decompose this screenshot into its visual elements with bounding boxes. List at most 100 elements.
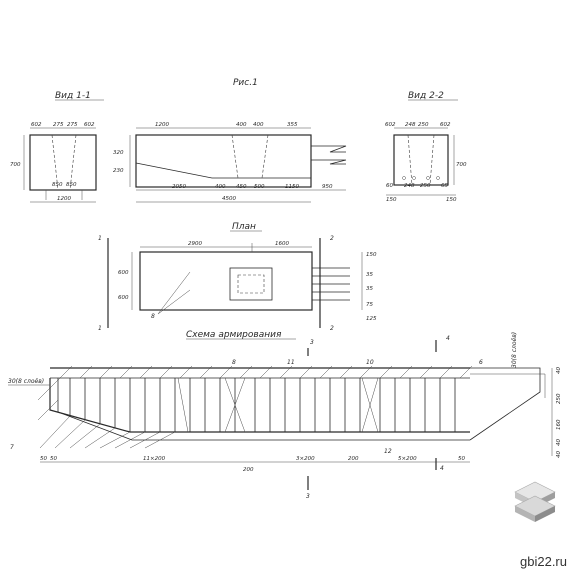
hatch-line: [159, 365, 173, 379]
view-2-bottom-dim-1: 60: [386, 183, 393, 189]
diagonal-bar: [177, 377, 189, 433]
scheme-bottom-chord-inner: [57, 378, 470, 441]
view-2-bottom-dim-3: 250: [420, 183, 431, 189]
view-2-top-dim-2: 248: [405, 122, 416, 128]
diagonal-bar: [224, 377, 246, 433]
view-2-outline: [393, 134, 449, 186]
plan-leader-2: [157, 289, 191, 315]
elevation-bottom-dim-5: 1150: [285, 184, 299, 190]
view-2-top-dim-1: 602: [385, 122, 396, 128]
scheme-right-dim-5: 40: [556, 451, 562, 458]
plan-top-dim-2: 1600: [275, 241, 289, 247]
plan-socket-outer: [229, 267, 273, 301]
view-1-bottom-dim-1: 850: [52, 182, 63, 188]
view-1-top-dim-4: 602: [84, 122, 95, 128]
elevation-bottom-dim-4: 500: [254, 184, 265, 190]
plan-outline: [139, 251, 313, 311]
scheme-bottom-chord: [49, 378, 470, 433]
scheme-item-mark-3: 10: [366, 359, 374, 366]
diagonal-bar: [361, 377, 379, 433]
scheme-right-dim-2: 250: [556, 393, 562, 404]
elevation-bottom-dim-1: 2050: [172, 184, 186, 190]
view-2-top-dim-4: 602: [440, 122, 451, 128]
view-2-height: 700: [456, 162, 467, 168]
plan-socket-inner: [237, 274, 265, 294]
hatch-line: [59, 365, 73, 379]
hatch-line: [199, 365, 213, 379]
hatch-line: [69, 423, 101, 449]
scheme-title: Схема армирования: [186, 330, 282, 340]
view-1-title: Вид 1-1: [55, 91, 91, 101]
hatch-line: [299, 365, 313, 379]
elevation-bottom-dim-2: 400: [215, 184, 226, 190]
elevation-bottom-dim-6: 950: [322, 184, 333, 190]
view-1-top-dim-1: 602: [31, 122, 42, 128]
figure-title: Рис.1: [233, 78, 258, 88]
hatch-line: [37, 399, 59, 421]
watermark: gbi22.ru: [520, 554, 567, 569]
scheme-left-note: 30(8 слоёв): [8, 378, 44, 385]
view-1-bottom-dim-2: 850: [66, 182, 77, 188]
hatch-line: [144, 431, 176, 449]
elevation-left-dim-1: 230: [113, 168, 124, 174]
scheme-bottom-dim-4: 200: [243, 467, 254, 473]
plan-title: План: [232, 222, 256, 232]
hatch-line: [99, 431, 131, 449]
reinforcement-scheme: 30(8 слоёв) 30(8 слоёв) 8 11 10 6 7 12 5…: [8, 332, 562, 500]
scheme-right-dim-4: 40: [556, 439, 562, 446]
hatch-line: [79, 365, 93, 379]
view-1-top-dim-2: 275: [53, 122, 64, 128]
view-1-outline: [29, 134, 97, 191]
plan-section-mark-1-top: 1: [98, 235, 102, 242]
plan-right-dim-3: 35: [366, 286, 373, 292]
scheme-bottom-dim-7: 5×200: [398, 456, 417, 462]
elevation-overall: 4500: [222, 196, 236, 202]
plan-right-dim-1: 150: [366, 252, 377, 258]
hatch-line: [379, 365, 393, 379]
elevation-taper-line: [135, 162, 311, 179]
elevation-bottom-dim-3: 450: [236, 184, 247, 190]
elevation-top-dim-2: 400: [236, 122, 247, 128]
view-2-title: Вид 2-2: [408, 91, 444, 101]
hatch-line: [339, 365, 353, 379]
hatch-line: [84, 427, 116, 449]
hatch-line: [439, 365, 453, 379]
hatch-line: [39, 415, 71, 449]
hatch-line: [139, 365, 153, 379]
scheme-bottom-dim-5: 3×200: [296, 456, 315, 462]
plan-section-mark-2-top: 2: [330, 235, 334, 242]
hatch-line: [219, 365, 233, 379]
plan-left-dim-1: 600: [118, 270, 129, 276]
hatch-line: [37, 377, 61, 401]
view-1-width: 1200: [57, 196, 71, 202]
hatch-line: [129, 431, 161, 449]
plan-right-dim-2: 35: [366, 272, 373, 278]
plan-top-dim-1: 2900: [188, 241, 202, 247]
scheme-section-mark-4-bottom: 4: [440, 465, 444, 472]
view-2-rebar-3: [426, 176, 430, 180]
scheme-right-dim-3: 160: [556, 419, 562, 430]
hatch-line: [119, 365, 133, 379]
elevation-socket-right: [261, 134, 269, 179]
elevation-top-dim-1: 1200: [155, 122, 169, 128]
view-1-top-dim-3: 275: [67, 122, 78, 128]
scheme-bottom-dim-3: 11×200: [143, 456, 166, 462]
scheme-item-mark-6: 12: [384, 448, 392, 455]
hatch-line: [114, 431, 146, 449]
view-2-socket-left: [407, 134, 413, 186]
view-1-socket-left: [51, 134, 59, 191]
plan-section-mark-2-bottom: 2: [330, 325, 334, 332]
view-2-socket-right: [429, 134, 435, 186]
elevation-left-dim-2: 320: [113, 150, 124, 156]
scheme-diagonal-bars: [177, 377, 379, 433]
view-2-rebar-2: [412, 176, 416, 180]
hatch-line: [419, 365, 433, 379]
scheme-hatching: [37, 365, 473, 449]
hatch-line: [319, 365, 333, 379]
scheme-bottom-dim-6: 200: [348, 456, 359, 462]
plan-left-dim-2: 600: [118, 295, 129, 301]
hatch-line: [179, 365, 193, 379]
elevation-socket-left: [231, 134, 239, 179]
scheme-item-mark-5: 7: [10, 444, 14, 451]
